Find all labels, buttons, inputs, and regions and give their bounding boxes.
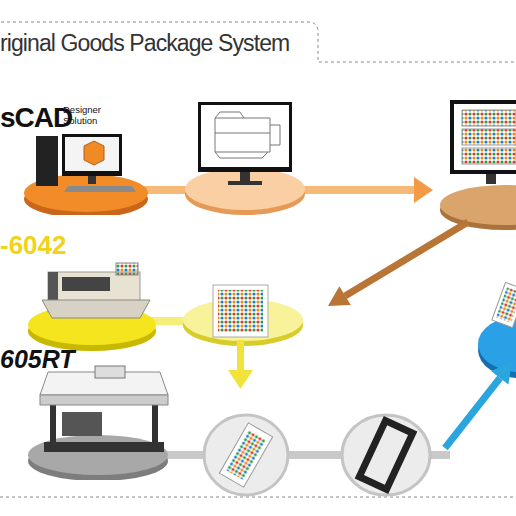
stage-circle (342, 415, 430, 495)
cutter-table (40, 372, 168, 395)
diagram-title: riginal Goods Package System (0, 30, 289, 57)
printer-window (62, 277, 110, 291)
monitor-stand (88, 176, 96, 184)
flow-arrow (237, 340, 244, 372)
cutter-base (44, 442, 164, 452)
monitor-stand (486, 174, 496, 184)
platform-top (24, 174, 148, 212)
printed-pattern (218, 290, 263, 332)
stage-label: sCAD (0, 102, 72, 134)
platform-node: sCADDesigner Solution (0, 100, 165, 215)
platform-disc (183, 299, 303, 341)
arrow-head (328, 286, 351, 306)
printed-pattern (226, 430, 266, 480)
monitor-frame (450, 100, 516, 174)
bottom-rule (0, 497, 516, 498)
printer-body (48, 272, 140, 312)
arrow-head (491, 362, 512, 385)
monitor-frame (62, 134, 122, 176)
platform-top (28, 305, 156, 345)
monitor-frame (198, 102, 292, 172)
printer-side (48, 272, 58, 312)
cutter-box (62, 412, 102, 436)
print-layout (462, 110, 516, 126)
box-icon (84, 141, 104, 165)
monitor-stand (240, 172, 250, 181)
platform-disc (440, 185, 516, 225)
print-layout (462, 129, 516, 145)
platform-top (28, 435, 168, 475)
flow-arrow (445, 378, 500, 448)
stage-label: -6042 (0, 230, 67, 260)
frame-tray (359, 421, 412, 490)
platform-node: -6042 (0, 230, 170, 352)
printer-bed (42, 300, 150, 318)
finished-goods (492, 282, 516, 327)
cutter-leg (152, 400, 158, 450)
keyboard (64, 186, 136, 192)
monitor-screen (65, 137, 119, 171)
stage-label: Designer Solution (63, 104, 99, 126)
pc-tower (36, 136, 58, 186)
cutter-front (40, 395, 168, 405)
flow-arrow (345, 222, 468, 296)
cutter-leg (50, 400, 56, 450)
stage-circle (204, 415, 288, 495)
arrow-head (228, 370, 253, 389)
printed-pattern (496, 287, 516, 323)
print-layout (462, 148, 516, 164)
ink-cartridges (116, 263, 138, 275)
printed-sheet (213, 285, 268, 337)
platform-disc (185, 168, 305, 210)
cutter-head (95, 366, 125, 378)
monitor-screen (454, 104, 516, 170)
monitor-base (228, 181, 262, 185)
monitor-screen (201, 105, 289, 167)
title-frame (0, 22, 516, 62)
cut-piece (219, 423, 272, 487)
platform-node: 605RT (0, 345, 175, 480)
die-line (215, 112, 280, 158)
arrow-head (414, 177, 433, 203)
stage-label: 605RT (0, 345, 75, 374)
